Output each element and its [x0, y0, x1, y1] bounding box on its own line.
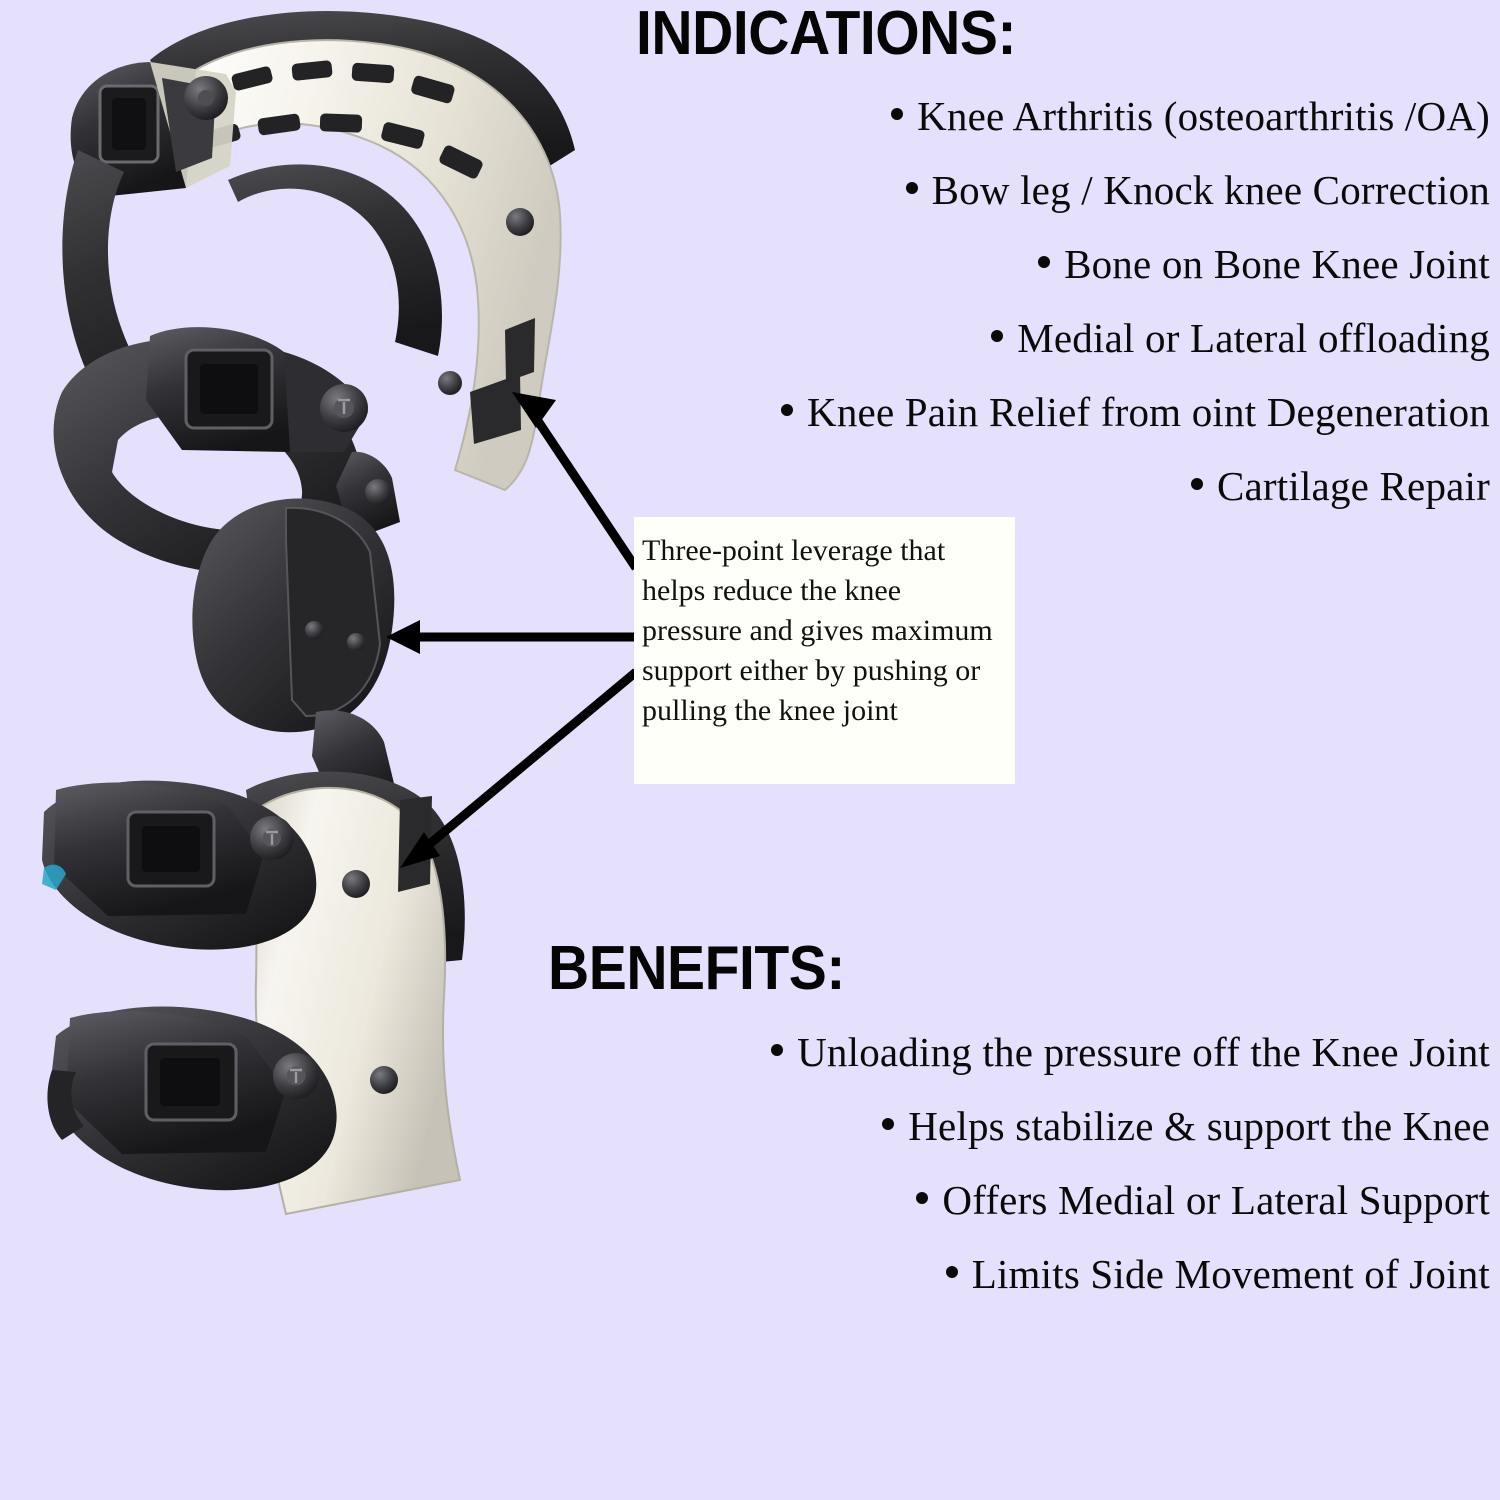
femoral-shell-rivet-2: [438, 371, 462, 395]
list-item: Bone on Bone Knee Joint: [630, 240, 1490, 288]
bullet-dot-icon: [1038, 256, 1051, 269]
list-item: Medial or Lateral offloading: [630, 314, 1490, 362]
tibial-shell-rivet-2: [370, 1066, 398, 1094]
femoral-shell-rivet-1: [506, 208, 534, 236]
indications-heading: INDICATIONS:: [636, 0, 1017, 68]
bullet-dot-icon: [781, 404, 794, 417]
product-image-knee-brace: [0, 0, 640, 1280]
hinge-rivet-upper: [365, 479, 391, 505]
list-item: Offers Medial or Lateral Support: [560, 1176, 1490, 1224]
bullet-dot-icon: [991, 330, 1004, 343]
bullet-dot-icon: [891, 108, 904, 121]
bullet-dot-icon: [945, 1266, 958, 1279]
bullet-dot-icon: [1190, 478, 1203, 491]
femoral-shell-vents: [199, 60, 483, 179]
knee-brace-illustration: [42, 10, 575, 1216]
bullet-dot-icon: [916, 1192, 929, 1205]
mid-strap-buckle: [146, 327, 368, 452]
upper-calf-buckle: [54, 782, 294, 916]
lower-calf-buckle: [66, 1011, 319, 1154]
benefits-heading: BENEFITS:: [548, 934, 845, 1003]
tibial-shell-notch: [398, 796, 432, 892]
list-item: Knee Pain Relief from oint Degeneration: [630, 388, 1490, 436]
condyle-plate-screw-1: [305, 621, 323, 639]
femoral-shell-notch-2: [470, 374, 521, 444]
list-item: Unloading the pressure off the Knee Join…: [560, 1028, 1490, 1076]
callout-box: Three-point leverage that helps reduce t…: [634, 517, 1015, 784]
femoral-shell-notch-1: [505, 318, 535, 382]
benefits-list: Unloading the pressure off the Knee Join…: [560, 1028, 1490, 1324]
tibial-shell-rivet-1: [342, 870, 370, 898]
upper-strap-inner: [228, 164, 442, 356]
bullet-dot-icon: [771, 1044, 784, 1057]
list-item: Helps stabilize & support the Knee: [560, 1102, 1490, 1150]
callout-text: Three-point leverage that helps reduce t…: [642, 534, 993, 727]
bullet-dot-icon: [905, 182, 918, 195]
list-item: Limits Side Movement of Joint: [560, 1250, 1490, 1298]
bullet-dot-icon: [882, 1118, 895, 1131]
strap-accent-tab: [42, 864, 66, 890]
condyle-plate-screw-2: [347, 633, 365, 651]
indications-list: Knee Arthritis (osteoarthritis /OA) Bow …: [630, 92, 1490, 536]
list-item: Cartilage Repair: [630, 462, 1490, 510]
list-item: Knee Arthritis (osteoarthritis /OA): [630, 92, 1490, 140]
list-item: Bow leg / Knock knee Correction: [630, 166, 1490, 214]
lower-strap-loop-end: [47, 1070, 84, 1140]
